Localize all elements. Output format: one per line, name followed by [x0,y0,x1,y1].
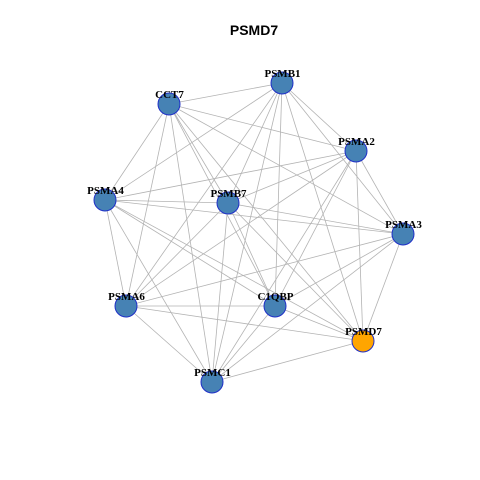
node-psmd7[interactable] [351,329,375,353]
edge-psmb7-c1qbp [227,202,276,307]
node-label-psma6: PSMA6 [108,291,145,303]
node-c1qbp[interactable] [263,294,287,318]
edge-psma2-psmc1 [211,150,357,383]
edge-psma2-psmd7 [355,150,364,342]
edge-psmb7-psmd7 [227,202,364,342]
edge-psmb7-psmc1 [211,202,229,383]
edge-psma3-psmc1 [211,233,404,383]
edge-psma3-psma6 [125,233,404,307]
edge-cct7-psma2 [168,103,357,152]
edge-c1qbp-psmc1 [211,305,276,383]
edge-psmb1-psmb7 [227,82,283,204]
edge-c1qbp-psmd7 [274,305,364,342]
node-cct7[interactable] [157,92,181,116]
node-psmc1[interactable] [200,370,224,394]
edge-psmd7-psmc1 [211,340,364,383]
edge-layer [104,82,404,383]
node-label-psmc1: PSMC1 [194,367,231,379]
edge-psma2-c1qbp [274,150,357,307]
edge-psma4-psmc1 [104,199,213,383]
node-label-psma3: PSMA3 [385,219,422,231]
node-layer [93,71,415,394]
edge-psmb7-psma3 [227,202,404,235]
edge-psma6-psmc1 [125,305,213,383]
edge-cct7-psma4 [104,103,170,201]
edge-cct7-psmb1 [168,82,283,105]
edge-psmb1-psma2 [281,82,357,152]
edge-psma3-c1qbp [274,233,404,307]
edge-cct7-psma3 [168,103,404,235]
edge-psmb1-psma4 [104,82,283,201]
node-label-psmd7: PSMD7 [345,326,382,338]
edge-psma4-psma3 [104,199,404,235]
edge-psma6-psmd7 [125,305,364,342]
edge-psmb1-psmd7 [281,82,364,342]
edge-psma4-psmd7 [104,199,364,342]
edge-psma4-psmb7 [104,199,229,204]
edge-psma2-psma4 [104,150,357,201]
node-psma2[interactable] [344,139,368,163]
node-label-psmb7: PSMB7 [210,188,247,200]
edge-psmb1-c1qbp [274,82,283,307]
node-label-c1qbp: C1QBP [257,291,293,303]
edge-psmb1-psmc1 [211,82,283,383]
edge-psma3-psmd7 [362,233,404,342]
node-label-cct7: CCT7 [155,89,184,101]
edge-psma2-psmb7 [227,150,357,204]
edge-psma4-c1qbp [104,199,276,307]
edge-cct7-psmd7 [168,103,364,342]
edge-psma4-psma6 [104,199,127,307]
node-psma4[interactable] [93,188,117,212]
edge-psmb1-psma6 [125,82,283,307]
edge-cct7-psmb7 [168,103,229,204]
node-psmb7[interactable] [216,191,240,215]
node-label-psma2: PSMA2 [338,136,375,148]
node-label-psma4: PSMA4 [87,185,124,197]
node-psma6[interactable] [114,294,138,318]
node-psma3[interactable] [391,222,415,246]
edge-psma2-psma3 [355,150,404,235]
edge-psmb1-psma3 [281,82,404,235]
edge-psmb7-psma6 [125,202,229,307]
graph-title: PSMD7 [230,22,278,38]
edge-cct7-psmc1 [168,103,213,383]
node-label-psmb1: PSMB1 [264,68,300,80]
node-psmb1[interactable] [270,71,294,95]
edge-psma2-psma6 [125,150,357,307]
